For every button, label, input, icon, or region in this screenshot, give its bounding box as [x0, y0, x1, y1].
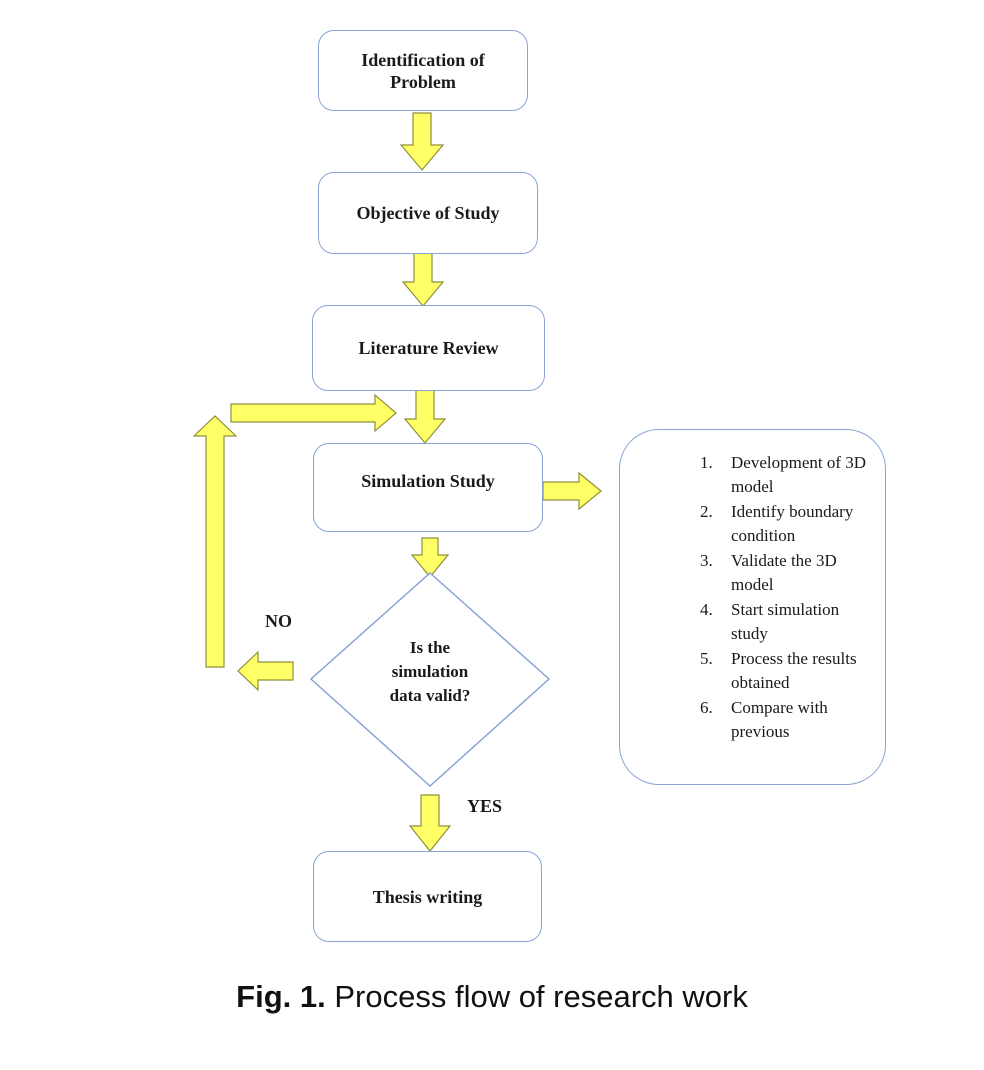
- right-arrow-loop: [230, 393, 397, 433]
- step-number: 4.: [700, 600, 713, 619]
- literature-label: Literature Review: [358, 338, 499, 358]
- down-arrow-4: [410, 537, 450, 578]
- down-arrow-2: [401, 252, 445, 307]
- step-number: 5.: [700, 649, 713, 668]
- steps-panel: [619, 429, 886, 785]
- identification-box: Identification of Problem: [318, 30, 528, 111]
- decision-label-line-2: simulation: [391, 662, 469, 681]
- step-text: Process the results obtained: [731, 649, 857, 692]
- step-item: 4. Start simulation study: [700, 598, 880, 646]
- step-item: 2. Identify boundary condition: [700, 500, 880, 548]
- down-arrow-1: [399, 112, 445, 171]
- decision-label: Is the simulation data valid?: [355, 636, 505, 708]
- right-arrow-to-steps: [542, 471, 602, 511]
- thesis-label: Thesis writing: [372, 886, 483, 907]
- down-arrow-5: [408, 794, 452, 852]
- step-item: 5. Process the results obtained: [700, 647, 880, 695]
- down-arrow-3: [403, 388, 447, 444]
- thesis-box: Thesis writing: [313, 851, 542, 942]
- decision-diamond: [309, 571, 551, 788]
- step-text: Identify boundary condition: [731, 502, 854, 545]
- caption-prefix: Fig. 1.: [236, 979, 326, 1014]
- step-number: 1.: [700, 453, 713, 472]
- simulation-box: Simulation Study: [313, 443, 543, 532]
- left-arrow-no: [237, 650, 294, 692]
- steps-list: 1. Development of 3D model 2. Identify b…: [700, 451, 880, 745]
- step-item: 3. Validate the 3D model: [700, 549, 880, 597]
- step-item: 1. Development of 3D model: [700, 451, 880, 499]
- step-number: 3.: [700, 551, 713, 570]
- identification-label-line-2: Problem: [390, 71, 456, 92]
- step-number: 2.: [700, 502, 713, 521]
- decision-label-line-1: Is the: [409, 638, 451, 657]
- objective-box: Objective of Study: [318, 172, 538, 254]
- literature-box: Literature Review: [312, 305, 545, 391]
- step-text: Validate the 3D model: [731, 551, 837, 594]
- decision-label-line-3: data valid?: [389, 686, 471, 705]
- up-arrow-loop: [192, 415, 238, 668]
- step-text: Development of 3D model: [731, 453, 867, 496]
- caption-text: Process flow of research work: [334, 979, 748, 1014]
- figure-caption: Fig. 1. Process flow of research work: [0, 979, 984, 1015]
- yes-label: YES: [467, 796, 503, 816]
- step-number: 6.: [700, 698, 713, 717]
- step-item: 6. Compare with previous: [700, 696, 880, 744]
- simulation-label: Simulation Study: [361, 471, 495, 491]
- no-label: NO: [265, 611, 292, 631]
- step-text: Compare with previous: [731, 698, 828, 741]
- step-text: Start simulation study: [731, 600, 840, 643]
- identification-label-line-1: Identification of: [361, 49, 485, 70]
- objective-label: Objective of Study: [356, 203, 500, 223]
